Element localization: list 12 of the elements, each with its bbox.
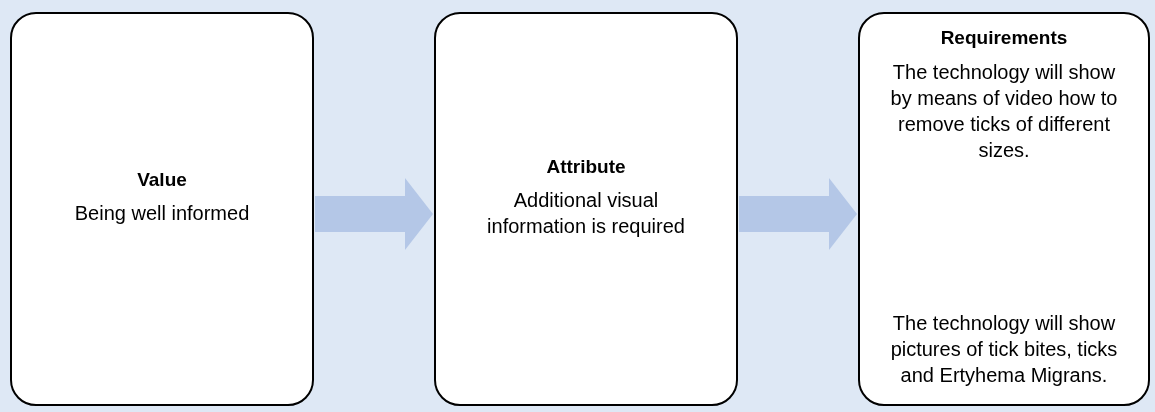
block-arrow <box>739 178 857 250</box>
box-heading: Requirements <box>940 26 1068 50</box>
box-text: Being well informed <box>74 201 250 227</box>
box-text: The technology will show by means of video how to remove ticks of different sizes. <box>889 59 1119 163</box>
box-heading: Attribute <box>546 154 626 179</box>
block-arrow <box>315 178 433 250</box>
rounded-box <box>10 12 314 406</box>
box-text: Additional visual information is required <box>486 188 686 240</box>
box-heading: Value <box>137 167 187 192</box>
rounded-box <box>434 12 738 406</box>
box-text: The technology will show pictures of tick bites, ticks and Ertyhema Migrans. <box>889 311 1119 388</box>
rounded-box <box>858 12 1150 406</box>
